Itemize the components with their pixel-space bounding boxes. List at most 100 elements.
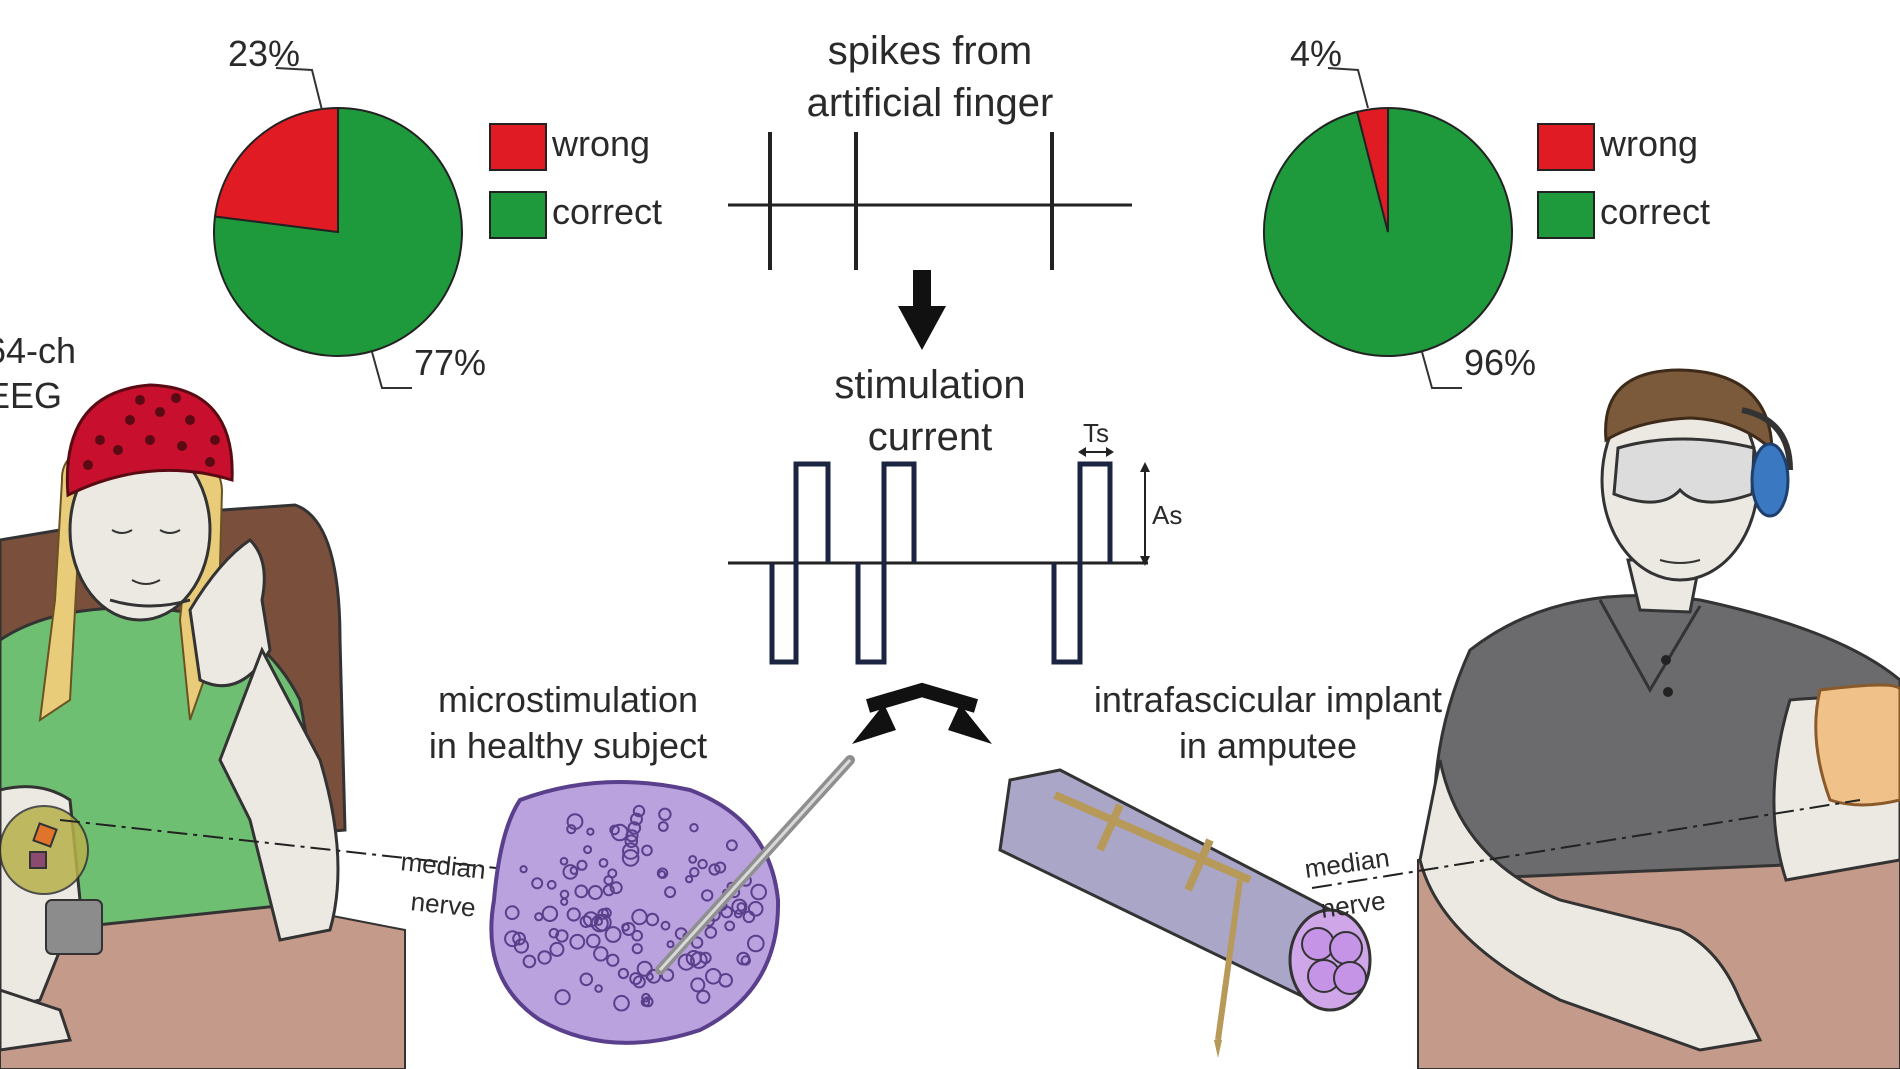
fascicle [522,954,537,969]
fascicle [531,877,544,890]
as-label: As [1152,500,1182,530]
down-arrow-icon [898,270,946,350]
fascicle [631,943,643,955]
fascicle [569,933,586,950]
fascicle [690,936,704,949]
stim-pulse-2 [855,461,917,665]
fascicle [705,968,722,985]
implant-electrode-wire [1215,879,1243,1041]
fascicle [724,920,736,932]
fascicle [512,931,526,946]
fascicle [579,915,593,928]
fascicle [606,953,620,967]
split-arrow-icon [852,682,992,744]
fascicle [548,927,560,939]
fascicle [602,884,615,897]
fascicle [720,905,734,919]
fascicle [677,953,695,971]
left-pie-wrong-leader [275,67,323,111]
fascicle [576,859,588,871]
fascicle [689,823,699,833]
fascicle [697,858,708,870]
fascicle [586,827,595,836]
fascicle [559,856,569,866]
right-nerve-label-line2: nerve [1319,885,1388,924]
right-legend-label-correct: correct [1600,191,1710,232]
fascicle [642,996,654,1008]
fascicle [593,946,609,962]
right-method-line1: intrafascicular implant [1094,679,1442,720]
fascicle [593,913,612,932]
fascicle [645,972,654,981]
right-pie-slice-wrong [1355,106,1389,233]
fascicle [621,849,640,867]
fascicle [537,950,552,965]
fascicle [632,975,646,989]
fascicle [504,905,520,921]
left-median-nerve-line [59,819,497,869]
left-legend-swatch-correct [489,191,547,239]
headphones-icon [1750,442,1790,518]
nerve-cross-section [489,755,855,1045]
left-nerve-label-line1: median [399,846,487,885]
fascicle [594,984,603,993]
fascicle [609,881,623,895]
fascicle [696,989,711,1004]
right-pie-correct-leader [1421,351,1462,389]
fascicle [726,839,738,852]
fascicle [583,845,593,855]
fascicle [582,911,599,928]
fascicle [597,908,610,920]
fascicle [554,989,571,1006]
fascicle [733,909,743,919]
fascicle [560,897,569,906]
right-method-line2: in amputee [1179,725,1357,766]
fascicle [598,858,609,868]
fascicle [629,972,643,986]
stimulator-device [45,899,103,955]
fascicle [714,861,727,874]
left-legend-label-correct: correct [552,191,662,232]
fascicle [632,804,646,818]
fascicle [685,875,694,884]
fascicle [631,929,644,942]
fascicle [750,883,768,901]
amputee-subject-illustration: median nerve [1303,368,1900,1069]
fascicle [636,960,653,977]
left-pie-wrong-percent: 23% [228,33,300,74]
stim-title-line2: current [868,415,993,459]
left-pie-slice-wrong [213,106,339,234]
fascicle [701,889,714,902]
right-legend-label-wrong: wrong [1599,123,1698,164]
fascicle [546,879,557,890]
right-pie-correct-percent: 96% [1464,342,1536,383]
eeg-electrodes [83,393,220,470]
right-nerve-label-line1: median [1303,842,1392,884]
left-method-line2: in healthy subject [429,725,707,766]
spike-train: spikes from artificial finger [728,29,1132,270]
fascicle [566,907,581,922]
fascicle [731,898,748,915]
stim-pulse-3 [1051,461,1113,665]
fascicle [579,972,594,987]
ts-label: Ts [1083,418,1109,448]
healthy-subject-illustration: 64-ch EEG median nerve [0,330,497,1069]
fascicle [566,813,584,830]
fascicle [607,868,618,879]
fascicle [689,867,700,878]
right-legend-swatch-wrong [1537,123,1595,171]
fascicle [549,941,565,957]
stump-dressing [1814,683,1900,807]
left-legend: wrong correct [489,123,662,239]
fascicle [641,844,653,857]
stim-title-line1: stimulation [834,363,1025,407]
fascicle [656,867,669,879]
fascicle [660,920,671,931]
fascicle [624,834,639,849]
right-legend: wrong correct [1537,123,1710,239]
fascicle [513,938,530,954]
fascicle [604,926,622,943]
fascicle [569,866,579,875]
fascicle [541,905,559,922]
